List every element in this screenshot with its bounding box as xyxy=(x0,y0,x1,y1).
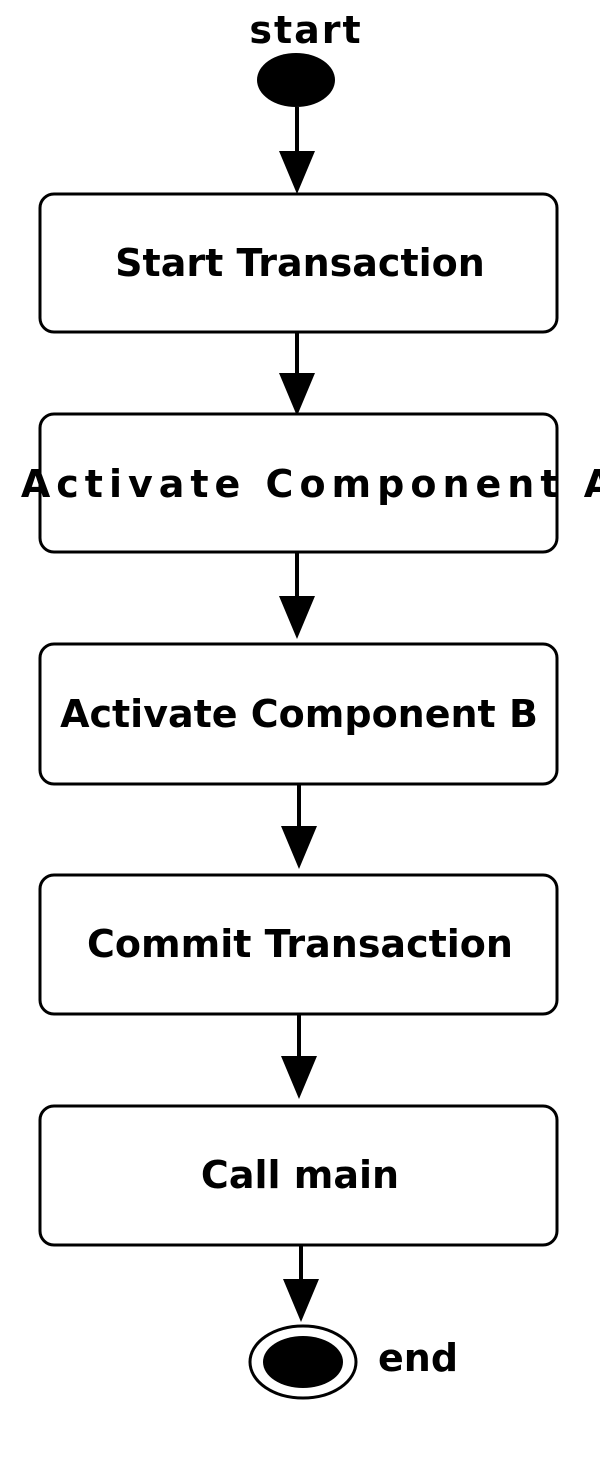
edge-activity-1-to-2 xyxy=(279,332,315,416)
edge-start-to-activity-1 xyxy=(279,107,315,194)
edge-activity-2-to-3 xyxy=(279,552,315,639)
activity-box-call-main xyxy=(38,1104,559,1247)
activity-box-commit-transaction xyxy=(38,873,559,1016)
activity-label-commit-transaction: Commit Transaction xyxy=(87,922,513,966)
start-label: start xyxy=(249,8,363,52)
activity-label-start-transaction: Start Transaction xyxy=(115,241,485,285)
edge-activity-5-to-end xyxy=(283,1245,319,1322)
activity-box-activate-component-b xyxy=(38,642,559,786)
edge-activity-4-to-5 xyxy=(281,1014,317,1099)
activity-box-start-transaction xyxy=(38,192,559,334)
start-node xyxy=(257,53,335,107)
end-node xyxy=(248,1324,358,1400)
activity-label-activate-component-b: Activate Component B xyxy=(60,692,538,736)
activity-box-activate-component-a xyxy=(38,412,559,554)
edge-activity-3-to-4 xyxy=(281,784,317,869)
activity-label-activate-component-a: Activate Component A xyxy=(20,462,600,506)
end-label: end xyxy=(378,1336,459,1380)
activity-label-call-main: Call main xyxy=(200,1153,400,1197)
